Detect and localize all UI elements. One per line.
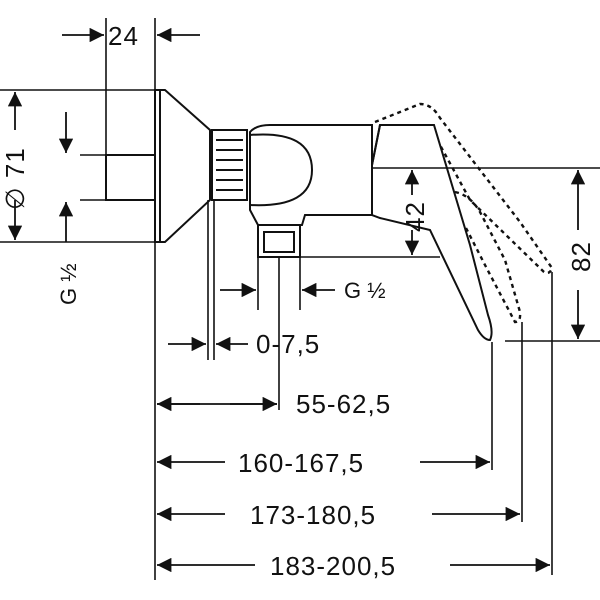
faucet-outline [105, 89, 493, 342]
label-flange-diameter: ∅ 71 [0, 147, 30, 210]
dimension-arrows [7, 27, 586, 573]
handle-alt-positions [374, 102, 554, 324]
label-thread-inlet: G ½ [56, 263, 81, 305]
label-adjust-range: 0-7,5 [256, 329, 320, 359]
label-handle-height: 82 [566, 241, 596, 272]
extension-lines [0, 18, 600, 580]
label-thread-outlet: G ½ [344, 278, 386, 303]
label-dim-b: 160-167,5 [238, 448, 364, 478]
label-dim-c: 173-180,5 [250, 500, 376, 530]
label-dim-a: 55-62,5 [296, 389, 391, 419]
label-dim-d: 183-200,5 [270, 551, 396, 581]
label-body-height: 42 [400, 201, 430, 232]
label-top-offset: 24 [108, 21, 139, 51]
